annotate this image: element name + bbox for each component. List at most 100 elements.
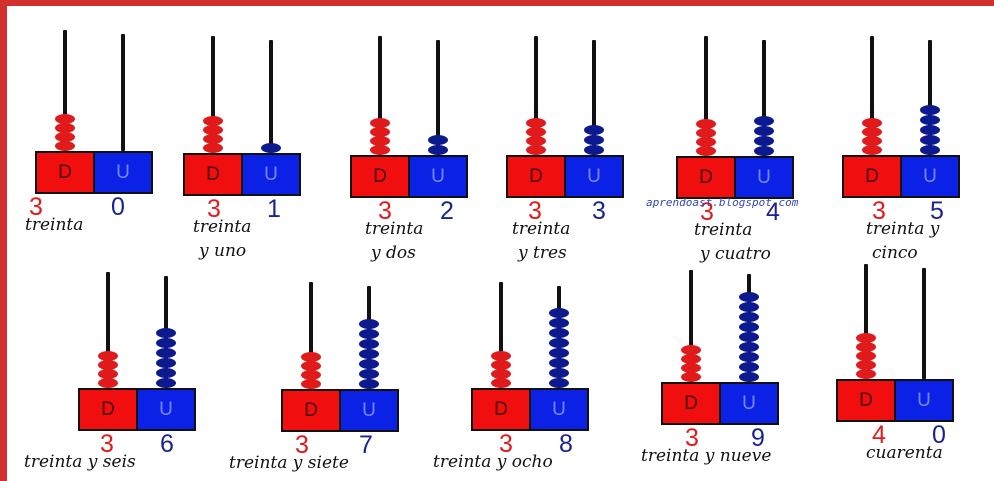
units-bead xyxy=(920,125,940,135)
tens-bead xyxy=(370,118,390,128)
tens-bead xyxy=(301,361,321,371)
tens-bead xyxy=(491,351,511,361)
units-digit: 6 xyxy=(160,430,174,458)
tens-bead xyxy=(862,145,882,155)
tens-bead xyxy=(55,132,75,142)
tens-bead xyxy=(526,136,546,146)
tens-digit: 4 xyxy=(872,421,886,449)
units-bead xyxy=(584,145,604,155)
units-bead xyxy=(549,368,569,378)
tens-bead xyxy=(856,333,876,343)
watermark: aprendoast.blogspot.com xyxy=(646,196,799,209)
number-word-line2: y dos xyxy=(371,243,416,263)
units-bead xyxy=(739,362,759,372)
tens-bead xyxy=(491,378,511,388)
units-place-box: U xyxy=(734,156,794,199)
units-rod xyxy=(121,34,125,151)
units-rod xyxy=(928,40,932,155)
tens-place-box: D xyxy=(78,388,138,431)
units-digit: 9 xyxy=(751,424,765,452)
units-rod xyxy=(436,40,440,155)
units-bead xyxy=(156,368,176,378)
tens-rod xyxy=(689,270,693,382)
number-word-line1: treinta y seis xyxy=(24,452,136,472)
number-word-line1: treinta xyxy=(694,220,753,240)
tens-rod xyxy=(704,36,708,156)
tens-digit: 3 xyxy=(378,197,392,225)
units-place-box: U xyxy=(894,379,954,422)
units-digit: 7 xyxy=(359,431,373,459)
tens-rod xyxy=(870,36,874,155)
tens-digit: 3 xyxy=(295,431,309,459)
tens-bead xyxy=(203,125,223,135)
tens-bead xyxy=(491,369,511,379)
units-place-box: U xyxy=(339,389,399,432)
tens-bead xyxy=(862,136,882,146)
number-word-line1: treinta y siete xyxy=(229,453,349,473)
units-digit: 4 xyxy=(766,198,780,226)
tens-place-box: D xyxy=(676,156,736,199)
units-bead xyxy=(584,125,604,135)
units-bead xyxy=(920,115,940,125)
tens-place-box: D xyxy=(842,155,902,198)
units-bead xyxy=(549,348,569,358)
number-word-line1: cuarenta xyxy=(866,443,943,463)
number-word-line2: y uno xyxy=(199,241,247,261)
tens-bead xyxy=(526,118,546,128)
tens-bead xyxy=(856,369,876,379)
tens-bead xyxy=(301,379,321,389)
tens-bead xyxy=(370,136,390,146)
number-word-line2: cinco xyxy=(872,243,918,263)
units-bead xyxy=(754,146,774,156)
tens-bead xyxy=(98,369,118,379)
units-bead xyxy=(920,145,940,155)
units-bead xyxy=(739,352,759,362)
number-word-line2: y cuatro xyxy=(700,244,771,264)
tens-bead xyxy=(862,127,882,137)
units-bead xyxy=(549,378,569,388)
units-bead xyxy=(428,145,448,155)
number-word-line1: treinta xyxy=(512,219,571,239)
tens-rod xyxy=(106,272,110,388)
units-place-box: U xyxy=(529,388,589,431)
units-bead xyxy=(754,126,774,136)
tens-place-box: D xyxy=(506,155,566,198)
units-place-box: U xyxy=(564,155,624,198)
units-digit: 8 xyxy=(559,430,573,458)
tens-bead xyxy=(696,119,716,129)
tens-bead xyxy=(681,372,701,382)
tens-place-box: D xyxy=(350,155,410,198)
units-digit: 3 xyxy=(592,197,606,225)
units-bead xyxy=(739,302,759,312)
tens-place-box: D xyxy=(471,388,531,431)
number-word-line1: treinta y xyxy=(866,219,940,239)
units-bead xyxy=(739,372,759,382)
tens-bead xyxy=(526,127,546,137)
tens-bead xyxy=(862,118,882,128)
tens-bead xyxy=(856,351,876,361)
tens-digit: 3 xyxy=(685,424,699,452)
units-bead xyxy=(261,143,281,153)
units-bead xyxy=(549,318,569,328)
tens-bead xyxy=(98,360,118,370)
tens-digit: 3 xyxy=(528,197,542,225)
units-bead xyxy=(156,348,176,358)
tens-digit: 3 xyxy=(29,193,43,221)
units-bead xyxy=(156,358,176,368)
tens-bead xyxy=(696,128,716,138)
number-word-line1: treinta y nueve xyxy=(641,446,772,466)
tens-rod xyxy=(499,282,503,388)
tens-bead xyxy=(681,345,701,355)
units-bead xyxy=(549,358,569,368)
units-digit: 1 xyxy=(267,195,281,223)
units-bead xyxy=(920,105,940,115)
units-rod xyxy=(269,40,273,153)
